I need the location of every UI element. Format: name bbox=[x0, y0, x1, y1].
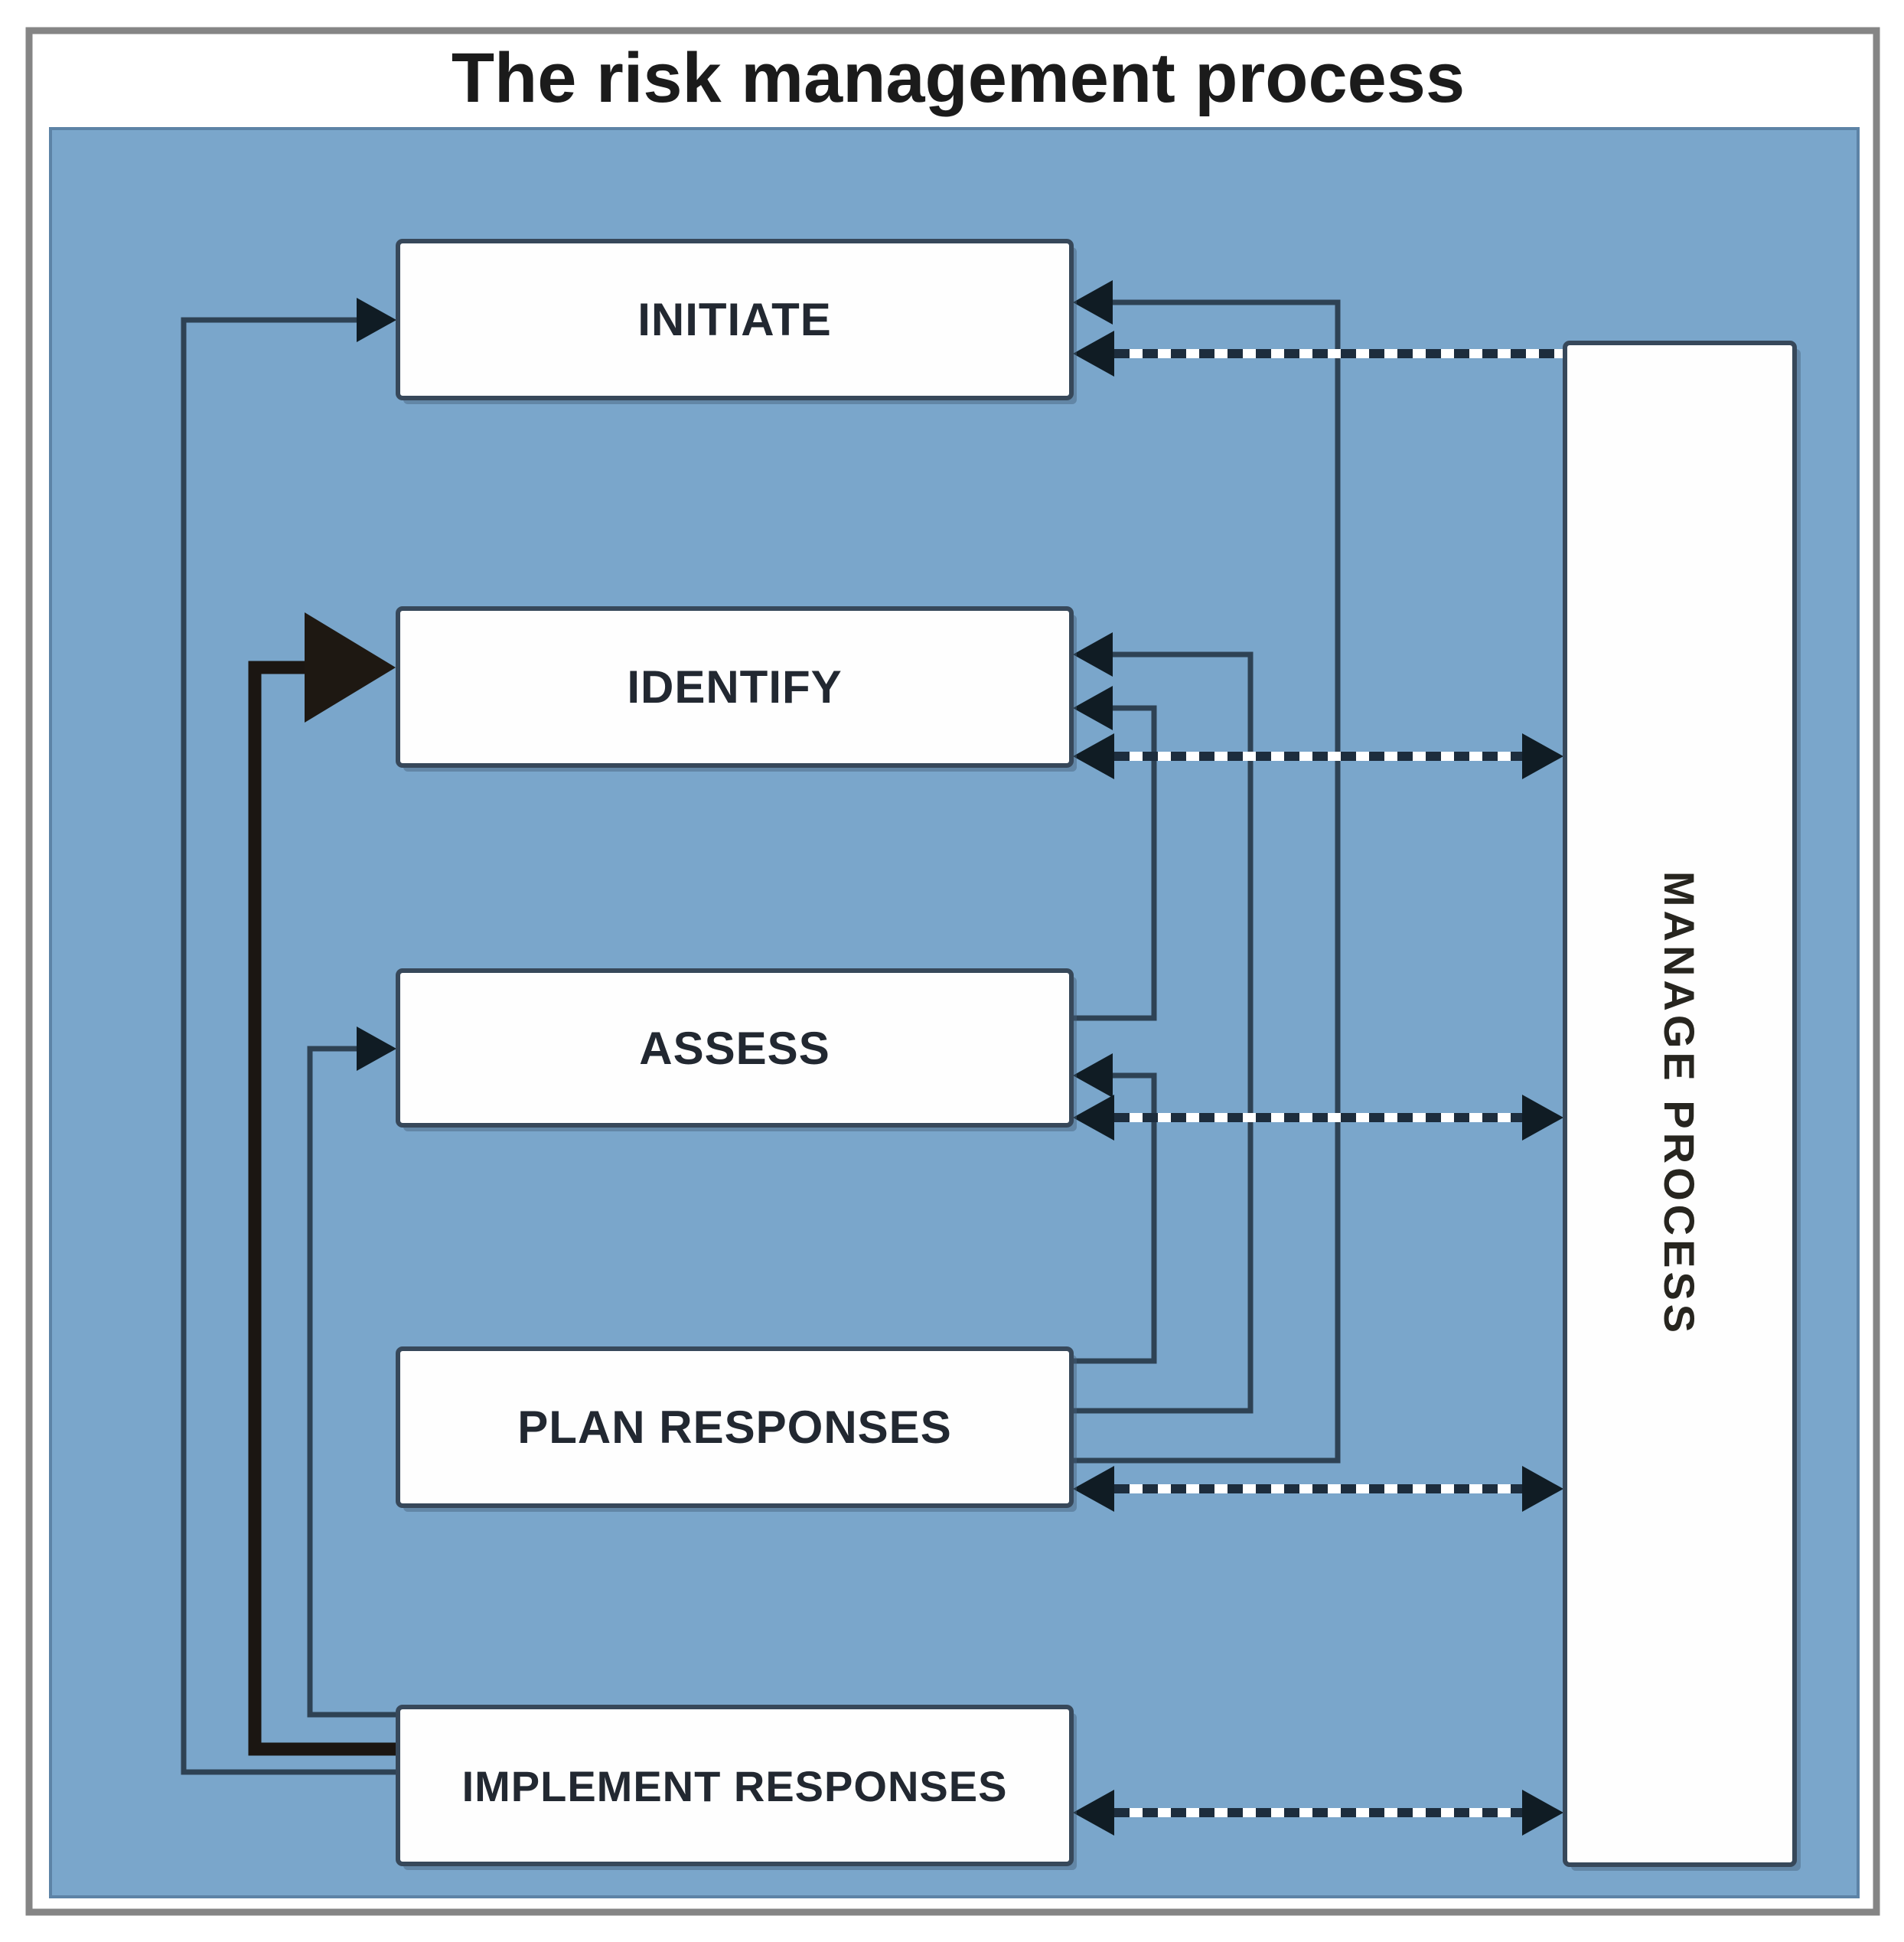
arrowhead-dashed-into-identify bbox=[1073, 733, 1114, 779]
arrowhead-dashed-into-manage-2 bbox=[1522, 1095, 1563, 1141]
edge-assess-to-identify bbox=[1071, 686, 1157, 1021]
node-plan-responses: PLAN RESPONSES bbox=[396, 1346, 1077, 1512]
edge-plan-to-assess bbox=[1071, 1053, 1157, 1364]
edge-plan-to-identify bbox=[1071, 632, 1254, 1414]
node-initiate-label: INITIATE bbox=[637, 294, 832, 345]
node-plan-responses-label: PLAN RESPONSES bbox=[517, 1402, 951, 1453]
node-manage-process: MANAGE PROCESS bbox=[1563, 341, 1801, 1871]
edge-implement-to-assess bbox=[307, 1026, 398, 1718]
arrowhead-into-assess-right bbox=[1073, 1053, 1113, 1098]
node-initiate: INITIATE bbox=[396, 239, 1077, 404]
big-arrowhead-into-identify bbox=[305, 612, 396, 723]
arrowhead-into-initiate-right bbox=[1073, 280, 1113, 325]
arrowhead-dashed-into-plan bbox=[1073, 1466, 1114, 1512]
arrowhead-into-identify-right-2 bbox=[1073, 686, 1113, 730]
node-identify-label: IDENTIFY bbox=[627, 661, 842, 713]
node-identify: IDENTIFY bbox=[396, 606, 1077, 772]
diagram-title: The risk management process bbox=[452, 39, 1465, 117]
arrowhead-dashed-into-manage-4 bbox=[1522, 1790, 1563, 1836]
node-assess: ASSESS bbox=[396, 968, 1077, 1131]
node-implement-responses: IMPLEMENT RESPONSES bbox=[396, 1705, 1077, 1870]
arrowhead-into-assess-left bbox=[357, 1026, 396, 1071]
edge-plan-manage-dashed bbox=[1073, 1466, 1563, 1512]
edge-implement-to-initiate bbox=[181, 298, 398, 1775]
arrowhead-into-identify-right-1 bbox=[1073, 632, 1113, 677]
arrowhead-dashed-into-initiate bbox=[1073, 331, 1114, 377]
arrowhead-dashed-into-manage-1 bbox=[1522, 733, 1563, 779]
node-manage-process-label: MANAGE PROCESS bbox=[1655, 871, 1703, 1337]
edge-manage-to-initiate-dashed bbox=[1073, 331, 1565, 377]
arrowhead-into-initiate-left bbox=[357, 298, 396, 342]
edge-implement-to-identify-heavy bbox=[248, 612, 398, 1756]
edge-identify-manage-dashed bbox=[1073, 733, 1563, 779]
edge-implement-manage-dashed bbox=[1073, 1790, 1563, 1836]
arrowhead-dashed-into-manage-3 bbox=[1522, 1466, 1563, 1512]
arrowhead-dashed-into-assess bbox=[1073, 1095, 1114, 1141]
edge-plan-to-initiate bbox=[1071, 280, 1341, 1464]
edge-assess-manage-dashed bbox=[1073, 1095, 1563, 1141]
arrowhead-dashed-into-implement bbox=[1073, 1790, 1114, 1836]
node-implement-responses-label: IMPLEMENT RESPONSES bbox=[462, 1762, 1008, 1810]
node-assess-label: ASSESS bbox=[639, 1023, 830, 1074]
